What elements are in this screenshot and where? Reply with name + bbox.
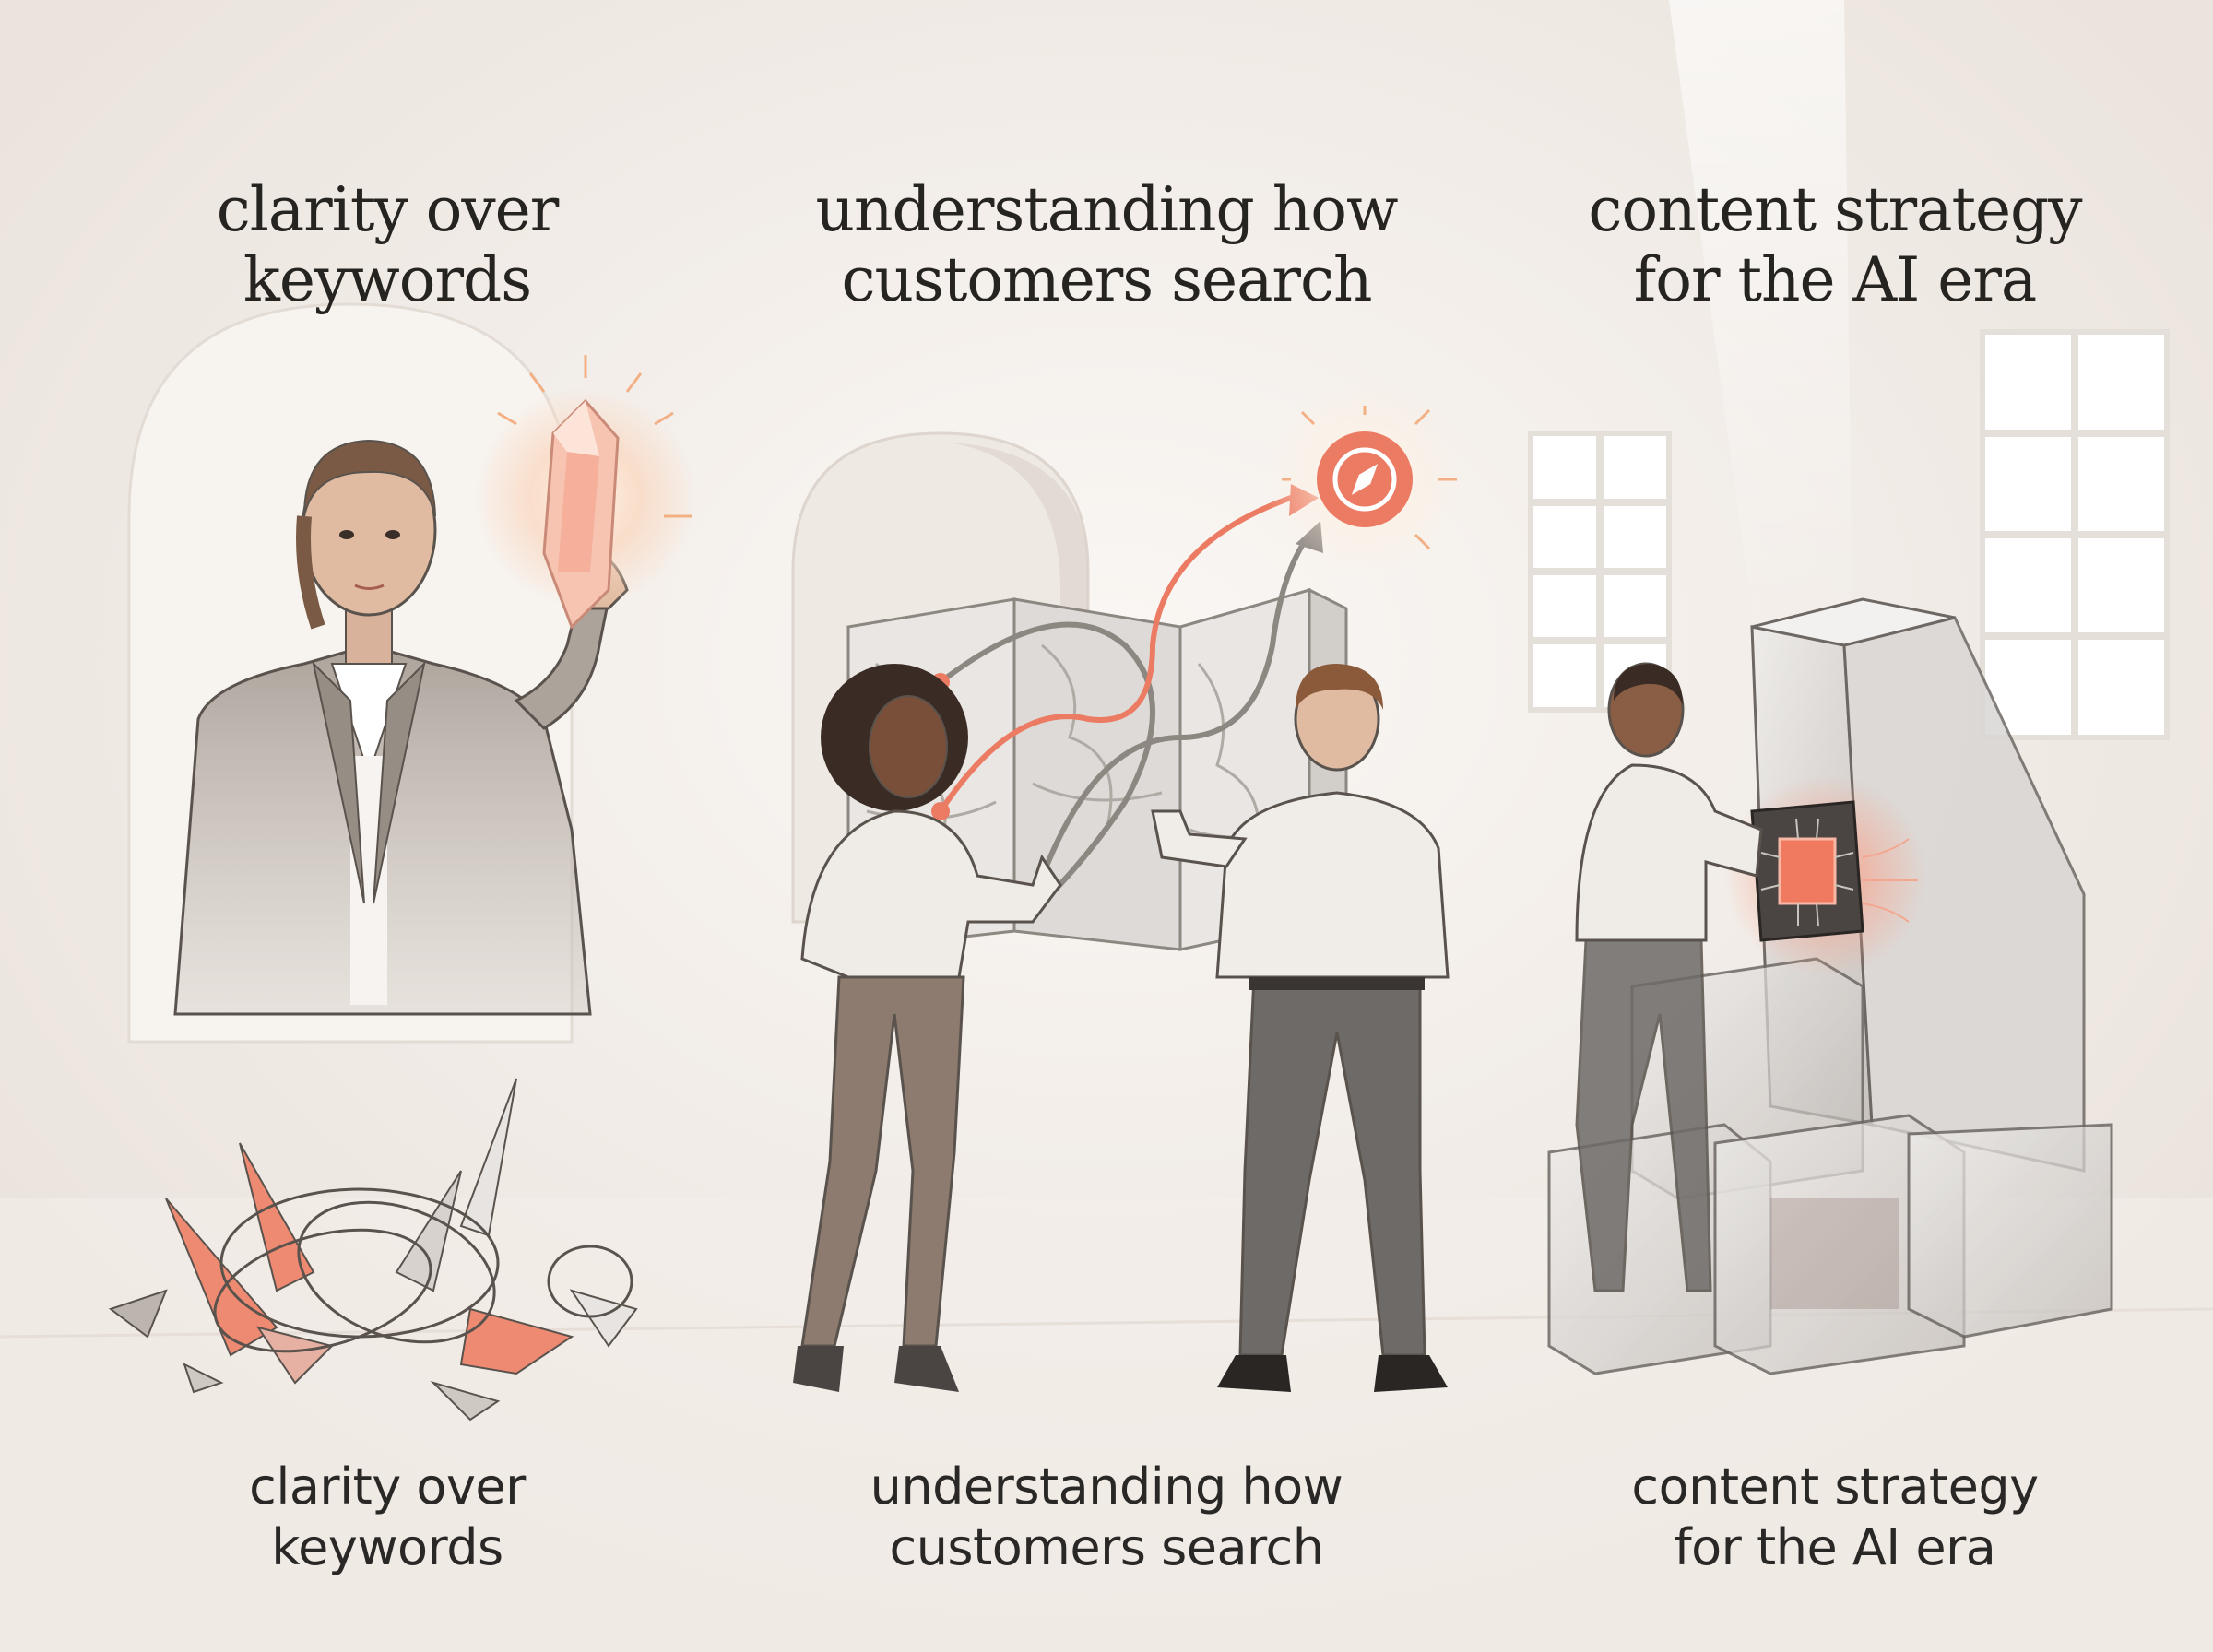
compass-icon xyxy=(1317,431,1413,527)
title-line-1: content strategy xyxy=(1588,174,2082,245)
title-line-2: customers search xyxy=(841,244,1373,315)
panel-caption: clarity over keywords xyxy=(18,1457,756,1578)
caption-line-1: understanding how xyxy=(870,1457,1343,1516)
title-line-1: clarity over xyxy=(216,174,560,245)
caption-line-1: content strategy xyxy=(1631,1457,2039,1516)
woman-figure xyxy=(1575,662,1763,1292)
title-line-1: understanding how xyxy=(815,174,1399,245)
caption-line-2: for the AI era xyxy=(1674,1518,1996,1576)
title-line-2: keywords xyxy=(243,244,532,315)
window-right xyxy=(1980,329,2170,740)
caption-line-2: keywords xyxy=(271,1518,503,1576)
ai-chip-icon xyxy=(1750,800,1918,942)
panel-title: content strategy for the AI era xyxy=(1475,175,2195,315)
man-figure xyxy=(1151,664,1450,1392)
panel-caption: understanding how customers search xyxy=(738,1457,1475,1578)
woman-building-ai-blocks xyxy=(1547,597,2113,1375)
woman-holding-crystal xyxy=(108,355,696,1422)
panel-understanding: understanding how customers search xyxy=(738,0,1475,1652)
panel-title: understanding how customers search xyxy=(738,175,1475,315)
woman-figure xyxy=(793,664,1062,1392)
caption-line-1: clarity over xyxy=(249,1457,526,1516)
glowing-crystal-icon xyxy=(542,398,620,630)
panel-caption: content strategy for the AI era xyxy=(1475,1457,2195,1578)
title-line-2: for the AI era xyxy=(1633,244,2037,315)
panel-content-strategy: content strategy for the AI era xyxy=(1475,0,2213,1652)
panel-title: clarity over keywords xyxy=(28,175,747,315)
broken-keyword-shards xyxy=(108,1078,638,1422)
caption-line-2: customers search xyxy=(889,1518,1324,1576)
panel-clarity: clarity over keywords xyxy=(0,0,738,1652)
customers-reading-map xyxy=(793,378,1466,1392)
